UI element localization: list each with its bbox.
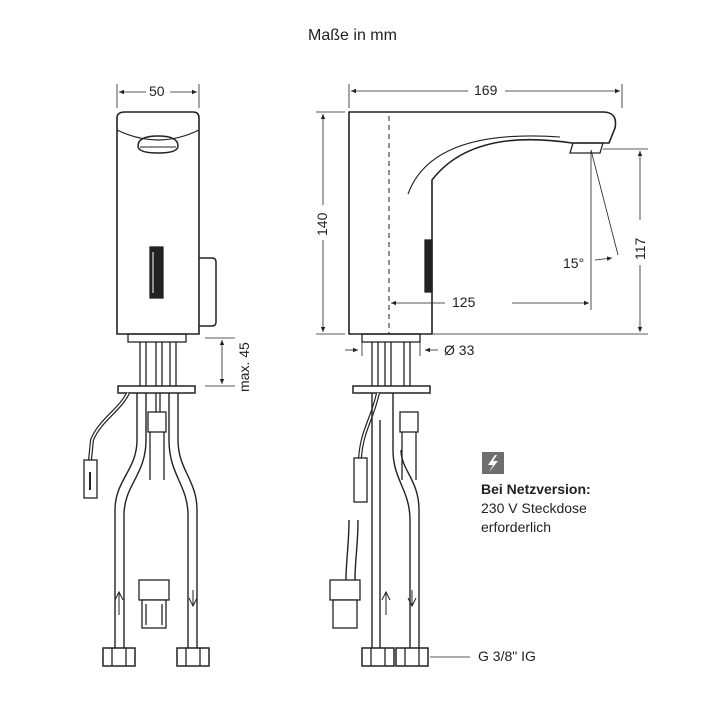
note-heading: Bei Netzversion: bbox=[481, 481, 591, 497]
dim-front-width: 50 bbox=[149, 83, 165, 99]
page-title: Maße in mm bbox=[308, 27, 397, 44]
dim-total-length: 169 bbox=[474, 82, 498, 98]
note-line-2: erforderlich bbox=[481, 519, 552, 535]
dim-angle: 15° bbox=[563, 255, 585, 271]
connection-label: G 3/8" IG bbox=[478, 648, 536, 664]
note-line-1: 230 V Steckdose bbox=[481, 500, 587, 516]
dim-spout-reach: 125 bbox=[452, 294, 476, 310]
dim-hole-diameter: Ø 33 bbox=[444, 342, 475, 358]
side-view bbox=[316, 84, 648, 667]
lightning-icon bbox=[482, 452, 504, 474]
dim-max-deck: max. 45 bbox=[236, 342, 252, 392]
dim-outlet-height: 117 bbox=[632, 237, 648, 260]
dim-height: 140 bbox=[314, 212, 330, 236]
front-view bbox=[83, 84, 235, 667]
